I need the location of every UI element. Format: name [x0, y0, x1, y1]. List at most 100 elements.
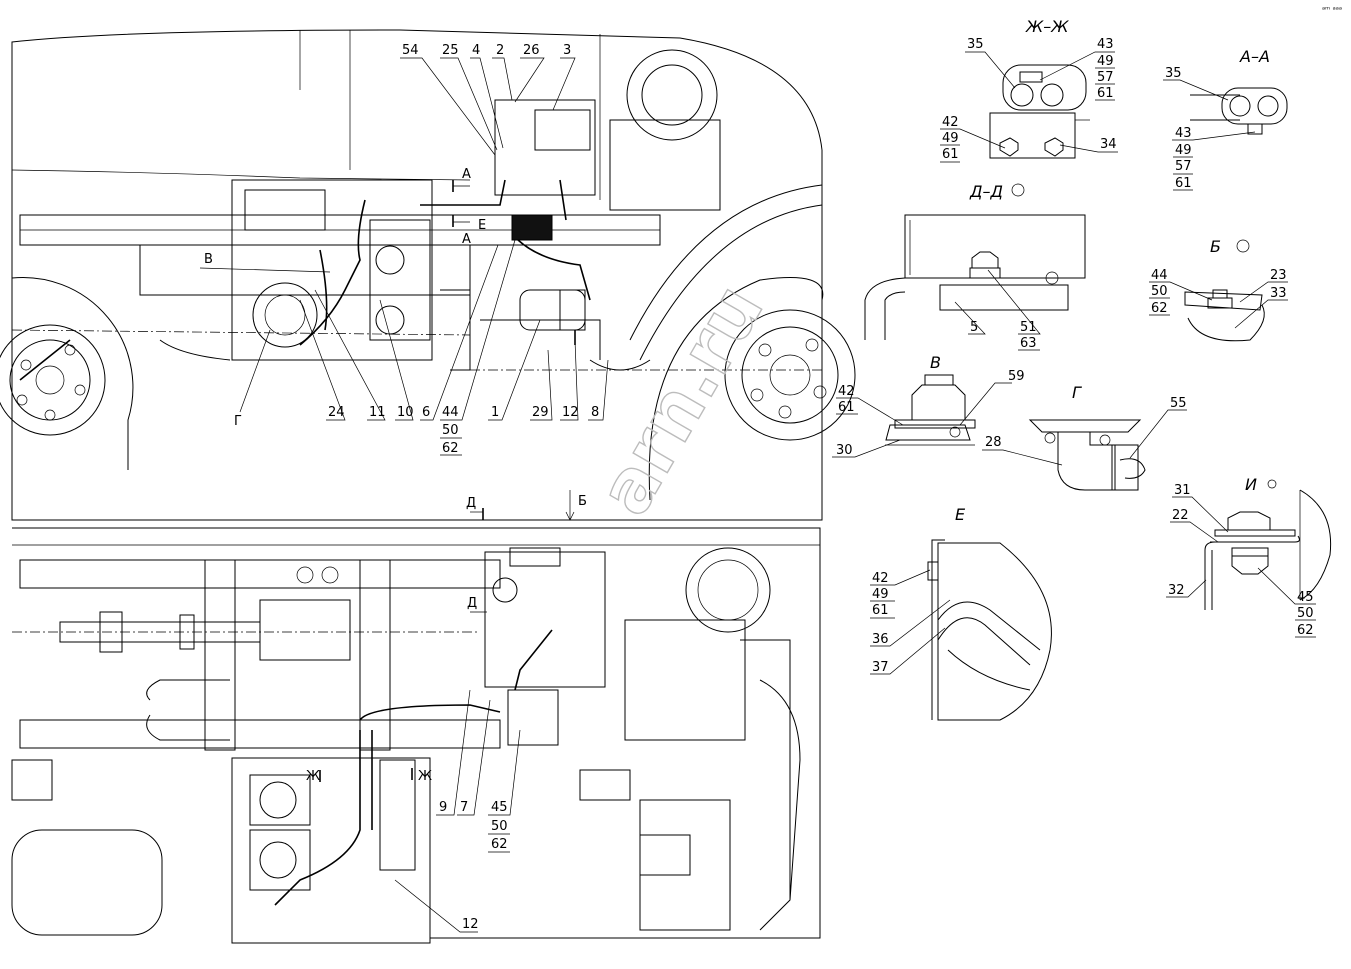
label-dd-5: 5 [970, 320, 978, 335]
detail-v-leaders [832, 382, 1012, 458]
label-2: 2 [496, 43, 504, 58]
detail-d-d: Д–Д [864, 182, 1086, 340]
label-1: 1 [491, 405, 499, 420]
label-9: 9 [439, 800, 447, 815]
bottom-view-markers: Д Б Д Ж Ж [306, 490, 587, 784]
detail-zh-leaders [940, 51, 1118, 163]
detail-zh-labels: 35 43 49 57 61 42 49 61 34 [942, 37, 1117, 162]
label-8: 8 [591, 405, 599, 420]
detail-e-labels: 42 49 61 36 37 [872, 571, 889, 675]
marker-g: Г [234, 414, 242, 429]
detail-b-leaders [1149, 281, 1288, 329]
label-zh-57: 57 [1097, 70, 1114, 85]
marker-a-bottom: А [462, 232, 471, 247]
label-b-44: 44 [1151, 268, 1168, 283]
detail-v-labels: 42 61 59 30 [836, 369, 1025, 458]
label-25: 25 [442, 43, 459, 58]
label-24: 24 [328, 405, 345, 420]
label-7: 7 [460, 800, 468, 815]
label-b-62: 62 [1151, 301, 1168, 316]
label-50: 50 [442, 423, 459, 438]
label-v-59: 59 [1008, 369, 1025, 384]
label-dd-63: 63 [1020, 336, 1037, 351]
detail-e: Е [927, 505, 1052, 721]
label-26: 26 [523, 43, 540, 58]
label-v-30: 30 [836, 443, 853, 458]
label-12: 12 [562, 405, 579, 420]
left-wheel [0, 276, 134, 470]
label-44: 44 [442, 405, 459, 420]
label-v-42: 42 [838, 384, 855, 399]
label-3: 3 [563, 43, 571, 58]
label-zh-34: 34 [1100, 137, 1117, 152]
bottom-view-labels: 9 7 45 50 62 12 [439, 800, 508, 932]
label-29: 29 [532, 405, 549, 420]
label-i-32: 32 [1168, 583, 1185, 598]
marker-b: Б [578, 494, 587, 509]
section-b-title: Б [1210, 237, 1221, 256]
section-dd-title: Д–Д [969, 182, 1003, 201]
label-i-22: 22 [1172, 508, 1189, 523]
detail-aa-leaders [1163, 79, 1256, 191]
marker-a-top: А [462, 167, 471, 182]
label-6: 6 [422, 405, 430, 420]
label-zh-61a: 61 [1097, 86, 1114, 101]
label-4: 4 [472, 43, 480, 58]
marker-zh1: Ж [306, 769, 320, 784]
top-view-markers: А А Е В Г [199, 167, 486, 429]
detail-aa-labels: 35 43 49 57 61 [1165, 66, 1192, 191]
bottom-view [11, 527, 821, 944]
detail-i-labels: 31 22 32 45 50 62 [1168, 483, 1314, 638]
detail-dd-labels: 5 51 63 [970, 320, 1037, 351]
label-aa-43: 43 [1175, 126, 1192, 141]
label-zh-61b: 61 [942, 147, 959, 162]
label-12-b: 12 [462, 917, 479, 932]
section-aa-title: А–А [1239, 47, 1270, 66]
watermark: arn.ru [582, 270, 779, 528]
label-g-28: 28 [985, 435, 1002, 450]
top-view [0, 29, 856, 521]
label-e-49: 49 [872, 587, 889, 602]
section-e-title: Е [955, 505, 966, 524]
label-b-33: 33 [1270, 286, 1287, 301]
marker-d: Д [466, 496, 476, 511]
detail-b: Б [1184, 237, 1265, 342]
fuel-tank-top [494, 99, 596, 301]
label-i-31: 31 [1174, 483, 1191, 498]
label-zh-49a: 49 [1097, 54, 1114, 69]
label-i-62: 62 [1297, 623, 1314, 638]
label-62: 62 [442, 441, 459, 456]
section-v-title: В [930, 353, 941, 372]
label-b-23: 23 [1270, 268, 1287, 283]
label-10: 10 [397, 405, 414, 420]
detail-g-labels: 28 55 [985, 396, 1187, 450]
label-zh-35: 35 [967, 37, 984, 52]
section-g-title: Г [1072, 383, 1082, 402]
label-aa-49: 49 [1175, 143, 1192, 158]
label-62-b: 62 [491, 837, 508, 852]
detail-g: Г [1028, 383, 1146, 491]
detail-a-a: А–А [1190, 47, 1288, 135]
label-45: 45 [491, 800, 508, 815]
marker-e: Е [478, 218, 486, 233]
detail-zh-zh: Ж–Ж [989, 17, 1090, 159]
label-b-50: 50 [1151, 284, 1168, 299]
detail-v: В [885, 353, 976, 446]
fuel-tank-bottom [359, 547, 606, 746]
label-zh-42: 42 [942, 115, 959, 130]
label-g-55: 55 [1170, 396, 1187, 411]
section-zh-title: Ж–Ж [1025, 17, 1069, 36]
label-e-42: 42 [872, 571, 889, 586]
marker-d2: Д [467, 596, 477, 611]
top-view-leaders [299, 57, 609, 456]
label-i-45: 45 [1297, 590, 1314, 605]
label-aa-61: 61 [1175, 176, 1192, 191]
section-i-title: И [1245, 475, 1257, 494]
label-aa-35: 35 [1165, 66, 1182, 81]
label-zh-49b: 49 [942, 131, 959, 146]
label-v-61: 61 [838, 400, 855, 415]
label-dd-51: 51 [1020, 320, 1037, 335]
detail-dd-leaders [954, 269, 1041, 351]
label-e-37: 37 [872, 660, 889, 675]
